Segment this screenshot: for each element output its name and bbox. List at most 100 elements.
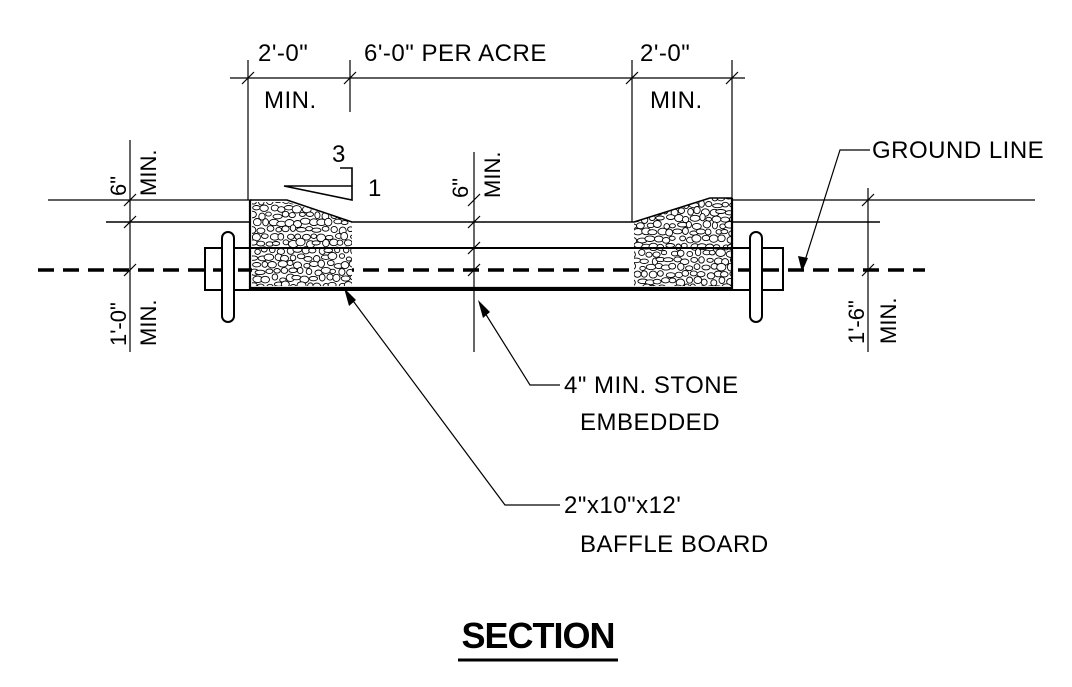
stone-pebble: [654, 235, 664, 243]
stone-pebble: [322, 282, 330, 286]
stone-pebble: [286, 259, 294, 267]
stone-pebble: [312, 282, 322, 286]
stone-pebble: [343, 239, 352, 247]
stone-pebble: [715, 248, 726, 257]
stone-pebble: [325, 234, 334, 241]
stone-pebble: [716, 262, 727, 272]
stone-pebble: [254, 248, 261, 255]
stone-pebble: [728, 230, 732, 237]
stone-pebble: [706, 272, 716, 280]
stone-pebble: [694, 248, 702, 257]
stone-pebble: [252, 210, 257, 219]
stone-pebble: [310, 233, 318, 239]
stone-pebble: [637, 198, 648, 201]
baffle-board: [204, 247, 784, 291]
stone-pebble: [252, 218, 262, 227]
stone-pebble: [273, 268, 281, 274]
stone-fill-left: [252, 202, 352, 286]
stone-pebble: [634, 270, 642, 278]
stone-pebble: [665, 228, 674, 237]
stone-pebble: [657, 284, 667, 286]
right-min-label: MIN.: [650, 87, 703, 114]
stone-pebble: [639, 258, 649, 264]
stone-pebble: [256, 283, 265, 286]
stone-pebble: [718, 276, 726, 284]
stone-pebble: [289, 224, 297, 232]
stone-pebble: [311, 227, 322, 233]
stone-pebble: [312, 202, 321, 206]
stone-pebble: [648, 270, 658, 279]
stone-pebble: [715, 209, 727, 214]
stone-pebble: [252, 205, 261, 211]
stone-pebble: [273, 202, 283, 204]
stone-pebble: [644, 198, 655, 200]
stone-pebble: [685, 265, 694, 272]
stone-pebble: [691, 222, 702, 230]
stone-pebble: [265, 268, 274, 275]
stone-pebble: [634, 250, 636, 259]
stone-pebble: [311, 240, 321, 246]
stone-pebble: [685, 220, 692, 229]
stone-pebble: [644, 235, 656, 242]
stone-pebble: [657, 270, 664, 277]
stone-pebble: [693, 276, 703, 285]
stone-pebble: [275, 226, 282, 233]
stone-pebble: [332, 273, 341, 282]
stone-pebble: [712, 203, 723, 209]
stone-pebble: [679, 235, 686, 242]
stone-pebble: [648, 284, 657, 286]
stone-pebble: [277, 233, 285, 241]
stone-pebble: [704, 228, 712, 236]
stone-pebble: [291, 274, 302, 281]
stone-pebble: [326, 273, 334, 281]
stone-pebble: [702, 220, 712, 229]
stone-pebble: [636, 222, 645, 230]
stone-pebble: [338, 253, 346, 259]
right-width-label: 2'-0": [640, 40, 690, 67]
stone-pebble: [348, 260, 352, 268]
stone-pebble: [634, 228, 643, 236]
stone-pebble: [705, 201, 713, 208]
stone-pebble: [668, 277, 677, 284]
stone-pebble: [674, 271, 684, 279]
stone-pebble: [655, 215, 665, 221]
stone-pebble: [721, 201, 729, 208]
slope-rise-label: 3: [332, 141, 346, 168]
stone-pebble: [708, 249, 716, 256]
slope-run-label: 1: [368, 175, 382, 202]
stone-pebble: [305, 267, 313, 276]
stone-pebble: [652, 278, 662, 285]
stone-pebble: [262, 218, 269, 227]
stone-pebble: [322, 202, 330, 205]
stone-pebble: [674, 214, 684, 223]
stone-pebble: [345, 256, 352, 262]
stone-pebble: [261, 261, 269, 268]
stone-pebble: [662, 257, 674, 263]
stone-pebble: [280, 267, 289, 274]
stone-pebble: [296, 227, 307, 233]
stone-pebble: [267, 261, 277, 269]
stone-fill-right: [634, 198, 732, 286]
left-top-min-label: MIN.: [136, 150, 161, 196]
stone-pebble: [705, 285, 716, 286]
stone-pebble: [640, 200, 649, 207]
stone-pebble: [634, 198, 640, 201]
top-dimension-chain: [230, 60, 745, 222]
stone-pebble: [347, 226, 352, 233]
stone-pebble: [677, 207, 685, 214]
stone-pebble: [656, 203, 665, 209]
stone-pebble: [277, 260, 288, 268]
stone-pebble: [334, 204, 342, 213]
stone-pebble: [687, 198, 694, 203]
stone-pebble: [260, 275, 270, 284]
stone-pebble: [699, 285, 707, 286]
stone-pebble: [256, 227, 266, 234]
stone-pebble: [343, 281, 352, 286]
stone-pebble: [706, 257, 714, 263]
stone-pebble: [699, 212, 706, 222]
stone-pebble: [723, 198, 732, 200]
middle-width-label: 6'-0" PER ACRE: [364, 40, 547, 67]
stone-pebble: [321, 225, 330, 232]
stone-pebble: [340, 231, 349, 241]
stone-pebble: [652, 251, 661, 258]
